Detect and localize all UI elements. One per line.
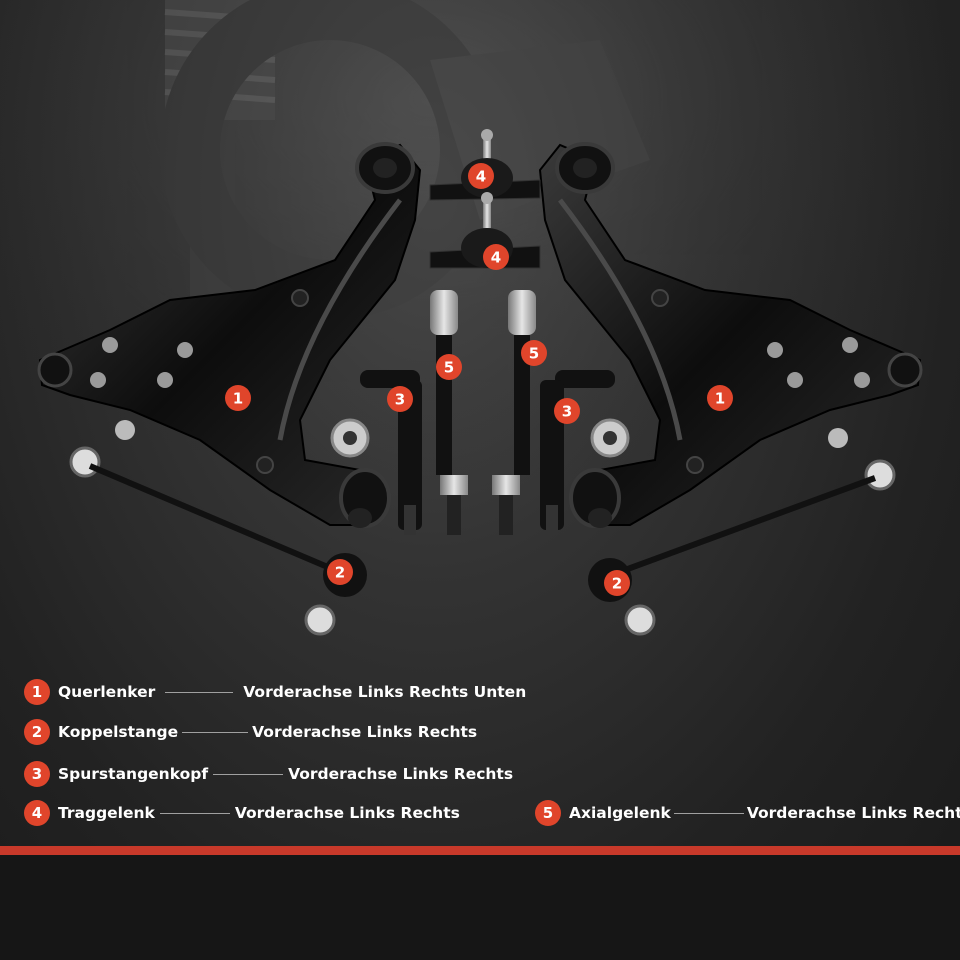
- callout-5-left: 5: [436, 354, 462, 380]
- legend-position-text: Vorderachse Links Rechts: [288, 765, 514, 783]
- callout-1-right: 1: [707, 385, 733, 411]
- legend-part-name: Spurstangenkopf: [58, 765, 209, 783]
- legend-number-badge: 5: [535, 800, 561, 826]
- legend-row-spurstangenkopf: 3 Spurstangenkopf Vorderachse Links Rech…: [24, 759, 513, 789]
- legend-connector-line: [673, 812, 744, 814]
- callout-3-right-label: 3: [562, 403, 572, 421]
- tie-rod-end-left: [360, 370, 422, 535]
- callout-2-right: 2: [604, 570, 630, 596]
- callout-3-right: 3: [554, 398, 580, 424]
- legend-connector-line: [213, 773, 284, 775]
- legend-row-traggelenk: 4 Traggelenk Vorderachse Links Rechts: [24, 798, 460, 828]
- legend-connector-line: [182, 731, 249, 733]
- callout-1-right-label: 1: [715, 390, 725, 408]
- product-photo: 1 1 2 2 3 3 4 4 5 5: [0, 0, 960, 660]
- footer-band: [0, 855, 960, 960]
- legend-connector-line: [159, 812, 230, 814]
- legend-part-name: Koppelstange: [58, 723, 179, 741]
- legend-position-text: Vorderachse Links Rechts: [746, 804, 960, 822]
- legend-part-name: Axialgelenk: [569, 804, 671, 822]
- legend-number-badge: 4: [24, 800, 50, 826]
- callout-4-lower: 4: [483, 244, 509, 270]
- callout-5-right: 5: [521, 340, 547, 366]
- legend-position-text: Vorderachse Links Rechts: [234, 804, 460, 822]
- control-arm-left: [37, 142, 422, 528]
- legend-row-querlenker: 1 Querlenker Vorderachse Links Rechts Un…: [24, 677, 526, 707]
- legend-number-badge: 3: [24, 761, 50, 787]
- axial-joint-right: [492, 290, 536, 535]
- callout-3-left-label: 3: [395, 391, 405, 409]
- control-arm-right: [538, 142, 923, 528]
- callout-4-upper: 4: [468, 163, 494, 189]
- lock-washers: [330, 418, 630, 458]
- legend-part-name: Querlenker: [58, 683, 156, 701]
- callout-2-left: 2: [327, 559, 353, 585]
- callout-1-left: 1: [225, 385, 251, 411]
- callout-4-lower-label: 4: [491, 249, 501, 267]
- callout-badges: 1 1 2 2 3 3 4 4 5 5: [225, 163, 733, 596]
- callout-5-left-label: 5: [444, 359, 454, 377]
- callout-4-upper-label: 4: [476, 168, 486, 186]
- callout-2-right-label: 2: [612, 575, 622, 593]
- legend-number-badge: 2: [24, 719, 50, 745]
- callout-3-left: 3: [387, 386, 413, 412]
- legend-position-text: Vorderachse Links Rechts Unten: [243, 683, 527, 701]
- legend-row-axialgelenk: 5 Axialgelenk Vorderachse Links Rechts: [535, 798, 960, 828]
- legend-position-text: Vorderachse Links Rechts: [252, 723, 478, 741]
- callout-1-left-label: 1: [233, 390, 243, 408]
- callout-2-left-label: 2: [335, 564, 345, 582]
- legend-number-badge: 1: [24, 679, 50, 705]
- legend-row-koppelstange: 2 Koppelstange Vorderachse Links Rechts: [24, 717, 477, 747]
- accent-bar: [0, 846, 960, 855]
- legend-connector-line: [165, 691, 234, 693]
- legend-part-name: Traggelenk: [58, 804, 155, 822]
- coil-spring: [164, 0, 276, 120]
- callout-5-right-label: 5: [529, 345, 539, 363]
